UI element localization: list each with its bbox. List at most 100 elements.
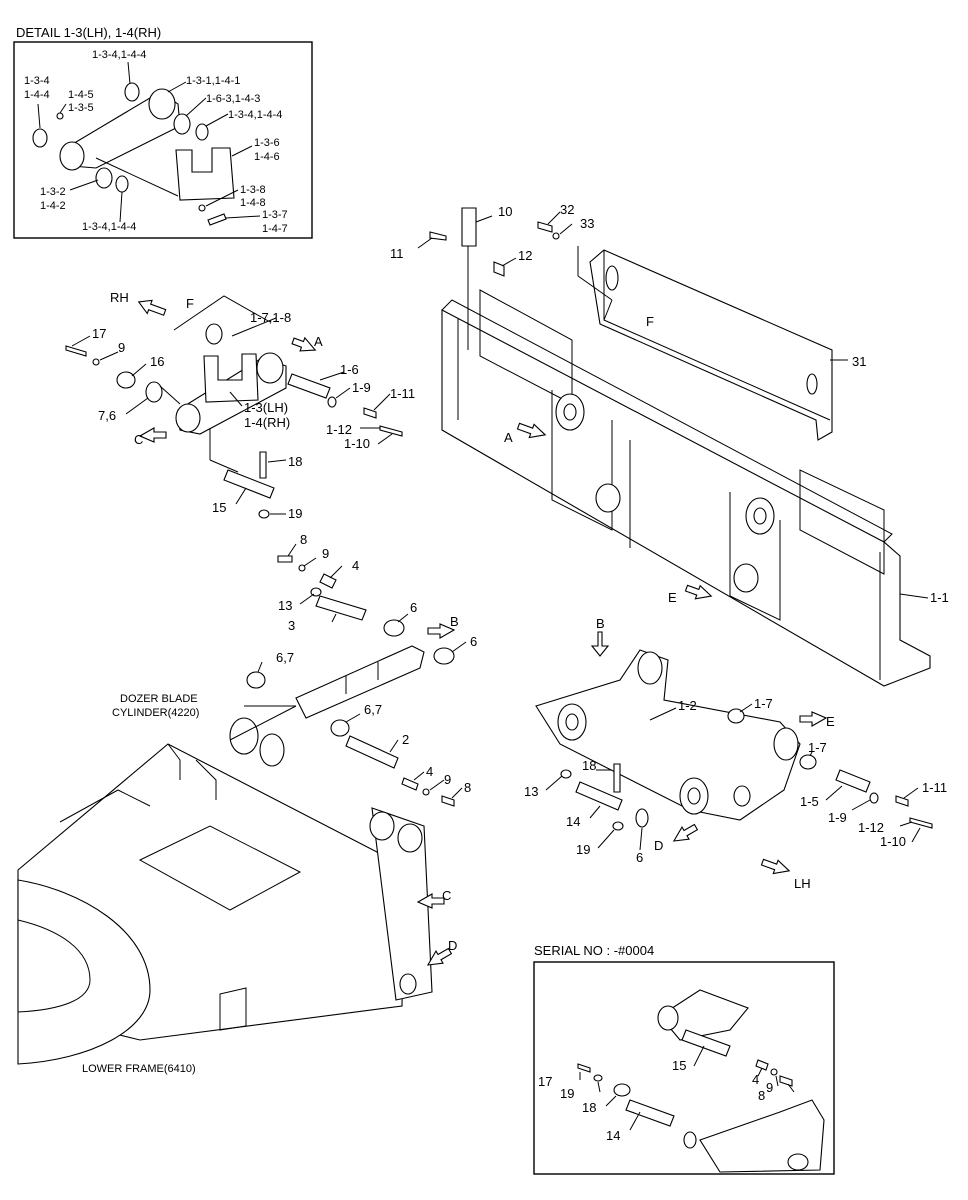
washer-1-9 bbox=[327, 396, 337, 408]
part-label: 1-7 bbox=[754, 696, 773, 711]
part-label: 2 bbox=[402, 732, 409, 747]
part-label: 9 bbox=[118, 340, 125, 355]
plate-4 bbox=[401, 777, 419, 791]
part-label: 1-7 bbox=[808, 740, 827, 755]
part-label: 1-3-2 bbox=[40, 186, 66, 198]
washer-9 bbox=[92, 358, 100, 366]
bushing-ring bbox=[195, 123, 209, 141]
part-label: 1-4-2 bbox=[40, 200, 66, 212]
dozer-blade bbox=[429, 207, 931, 687]
part-label: A bbox=[314, 334, 323, 349]
o-ring-6 bbox=[433, 647, 455, 665]
leader-lines bbox=[71, 211, 929, 1131]
leader-line bbox=[899, 593, 929, 599]
part-label: 19 bbox=[576, 842, 590, 857]
drawing-stroke bbox=[729, 492, 781, 621]
leader-line bbox=[231, 317, 277, 337]
part-label: 1-3-1,1-4-1 bbox=[186, 75, 240, 87]
washer bbox=[552, 232, 560, 240]
leader-line bbox=[577, 275, 613, 301]
part-label: 1-3-8 bbox=[240, 184, 266, 196]
leader-line bbox=[757, 1067, 763, 1077]
serial-link bbox=[659, 989, 749, 1041]
part-label: 8 bbox=[758, 1088, 765, 1103]
part-label: 15 bbox=[672, 1058, 686, 1073]
leader-line bbox=[605, 1095, 617, 1107]
drawing-stroke bbox=[441, 299, 893, 543]
leader-line bbox=[209, 459, 239, 473]
bushing-1-7 bbox=[205, 323, 223, 345]
part-label: 6,7 bbox=[364, 702, 382, 717]
part-label: 19 bbox=[560, 1086, 574, 1101]
leader-line bbox=[693, 1045, 705, 1067]
part-labels: RH LH F F A A C C B B E E D D 1-1 1-2 1-… bbox=[82, 202, 949, 1143]
drawing-stroke bbox=[687, 787, 701, 805]
leader-line bbox=[739, 703, 753, 713]
drawing-stroke bbox=[551, 390, 613, 531]
arrow-c-icon bbox=[138, 427, 167, 443]
part-label: 13 bbox=[278, 598, 292, 613]
frame-boss bbox=[259, 733, 285, 767]
part-label: 9 bbox=[766, 1080, 773, 1095]
part-label: 1-5 bbox=[800, 794, 819, 809]
drawing-stroke bbox=[779, 1075, 793, 1087]
bushing bbox=[173, 113, 191, 135]
part-label: 10 bbox=[498, 204, 512, 219]
leader-line bbox=[205, 189, 239, 207]
arrow-a-icon bbox=[516, 422, 547, 439]
part-label: 1-4-8 bbox=[240, 197, 266, 209]
drawing-stroke bbox=[683, 1131, 697, 1149]
cylinder-pins bbox=[246, 555, 455, 807]
leader-line bbox=[649, 707, 677, 721]
part-label: C bbox=[134, 432, 143, 447]
pin-3 bbox=[315, 595, 367, 621]
leader-line bbox=[299, 593, 315, 605]
leader-line bbox=[475, 215, 493, 223]
drawing-stroke bbox=[159, 385, 181, 405]
nut-13 bbox=[560, 769, 572, 779]
part-label: 6,7 bbox=[276, 650, 294, 665]
part-label: 6 bbox=[410, 600, 417, 615]
part-label: 6 bbox=[470, 634, 477, 649]
part-label: E bbox=[826, 714, 835, 729]
nut-19 bbox=[612, 821, 624, 831]
part-label: 1-10 bbox=[880, 834, 906, 849]
pin-1-5 bbox=[835, 769, 871, 793]
drawing-stroke bbox=[806, 373, 818, 395]
leader-line bbox=[589, 805, 601, 819]
arrow-d-icon bbox=[426, 947, 453, 966]
part-label: 6 bbox=[636, 850, 643, 865]
drawing-stroke bbox=[565, 713, 579, 731]
washer bbox=[198, 204, 206, 212]
bushing-ring bbox=[115, 175, 129, 193]
leader-line bbox=[125, 397, 149, 415]
bushing bbox=[246, 671, 266, 689]
frame-bracket bbox=[371, 807, 433, 1001]
detail-panel: DETAIL 1-3(LH), 1-4(RH) 1-3-4,1-4-4 1-3-… bbox=[13, 25, 313, 239]
leader-line bbox=[451, 641, 467, 653]
leader-line bbox=[69, 179, 99, 191]
leader-line bbox=[547, 211, 561, 225]
part-label: 17 bbox=[538, 1074, 552, 1089]
part-label: 12 bbox=[518, 248, 532, 263]
leader-line bbox=[167, 81, 187, 93]
serial-panel: SERIAL NO : -#0004 bbox=[533, 943, 835, 1175]
drawing-stroke bbox=[577, 1063, 591, 1073]
plate-1-11 bbox=[895, 795, 909, 807]
leader-line bbox=[303, 557, 317, 567]
part-label: 1-3-4,1-4-4 bbox=[228, 109, 282, 121]
leader-line bbox=[127, 61, 131, 85]
part-label: 1-1 bbox=[930, 590, 949, 605]
link-boss bbox=[256, 352, 284, 384]
leader-line bbox=[911, 827, 921, 843]
part-label: 4 bbox=[752, 1072, 759, 1087]
leader-line bbox=[389, 739, 399, 753]
bolt-8 bbox=[441, 795, 455, 807]
part-label: 1-3-6 bbox=[254, 137, 280, 149]
bushing bbox=[95, 167, 113, 189]
caption-dozer-cylinder-1: DOZER BLADE bbox=[120, 693, 198, 705]
nut-19 bbox=[258, 509, 270, 519]
leader-line bbox=[185, 97, 207, 117]
drawing-stroke bbox=[397, 823, 423, 853]
